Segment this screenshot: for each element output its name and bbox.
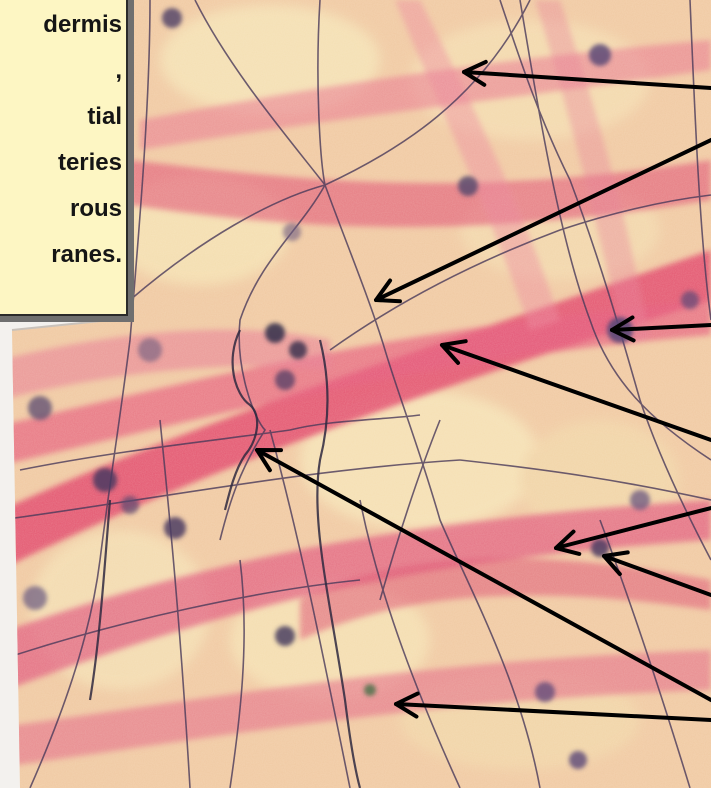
caption-line-1: dermis	[2, 2, 122, 48]
caption-line-6: rous	[2, 186, 122, 232]
caption-line-7: ranes.	[2, 232, 122, 278]
caption-box: dermis , tial teries rous ranes.	[0, 0, 128, 316]
caption-line-3: tial	[2, 94, 122, 140]
caption-line-5: teries	[2, 140, 122, 186]
caption-line-2: ,	[2, 48, 122, 94]
